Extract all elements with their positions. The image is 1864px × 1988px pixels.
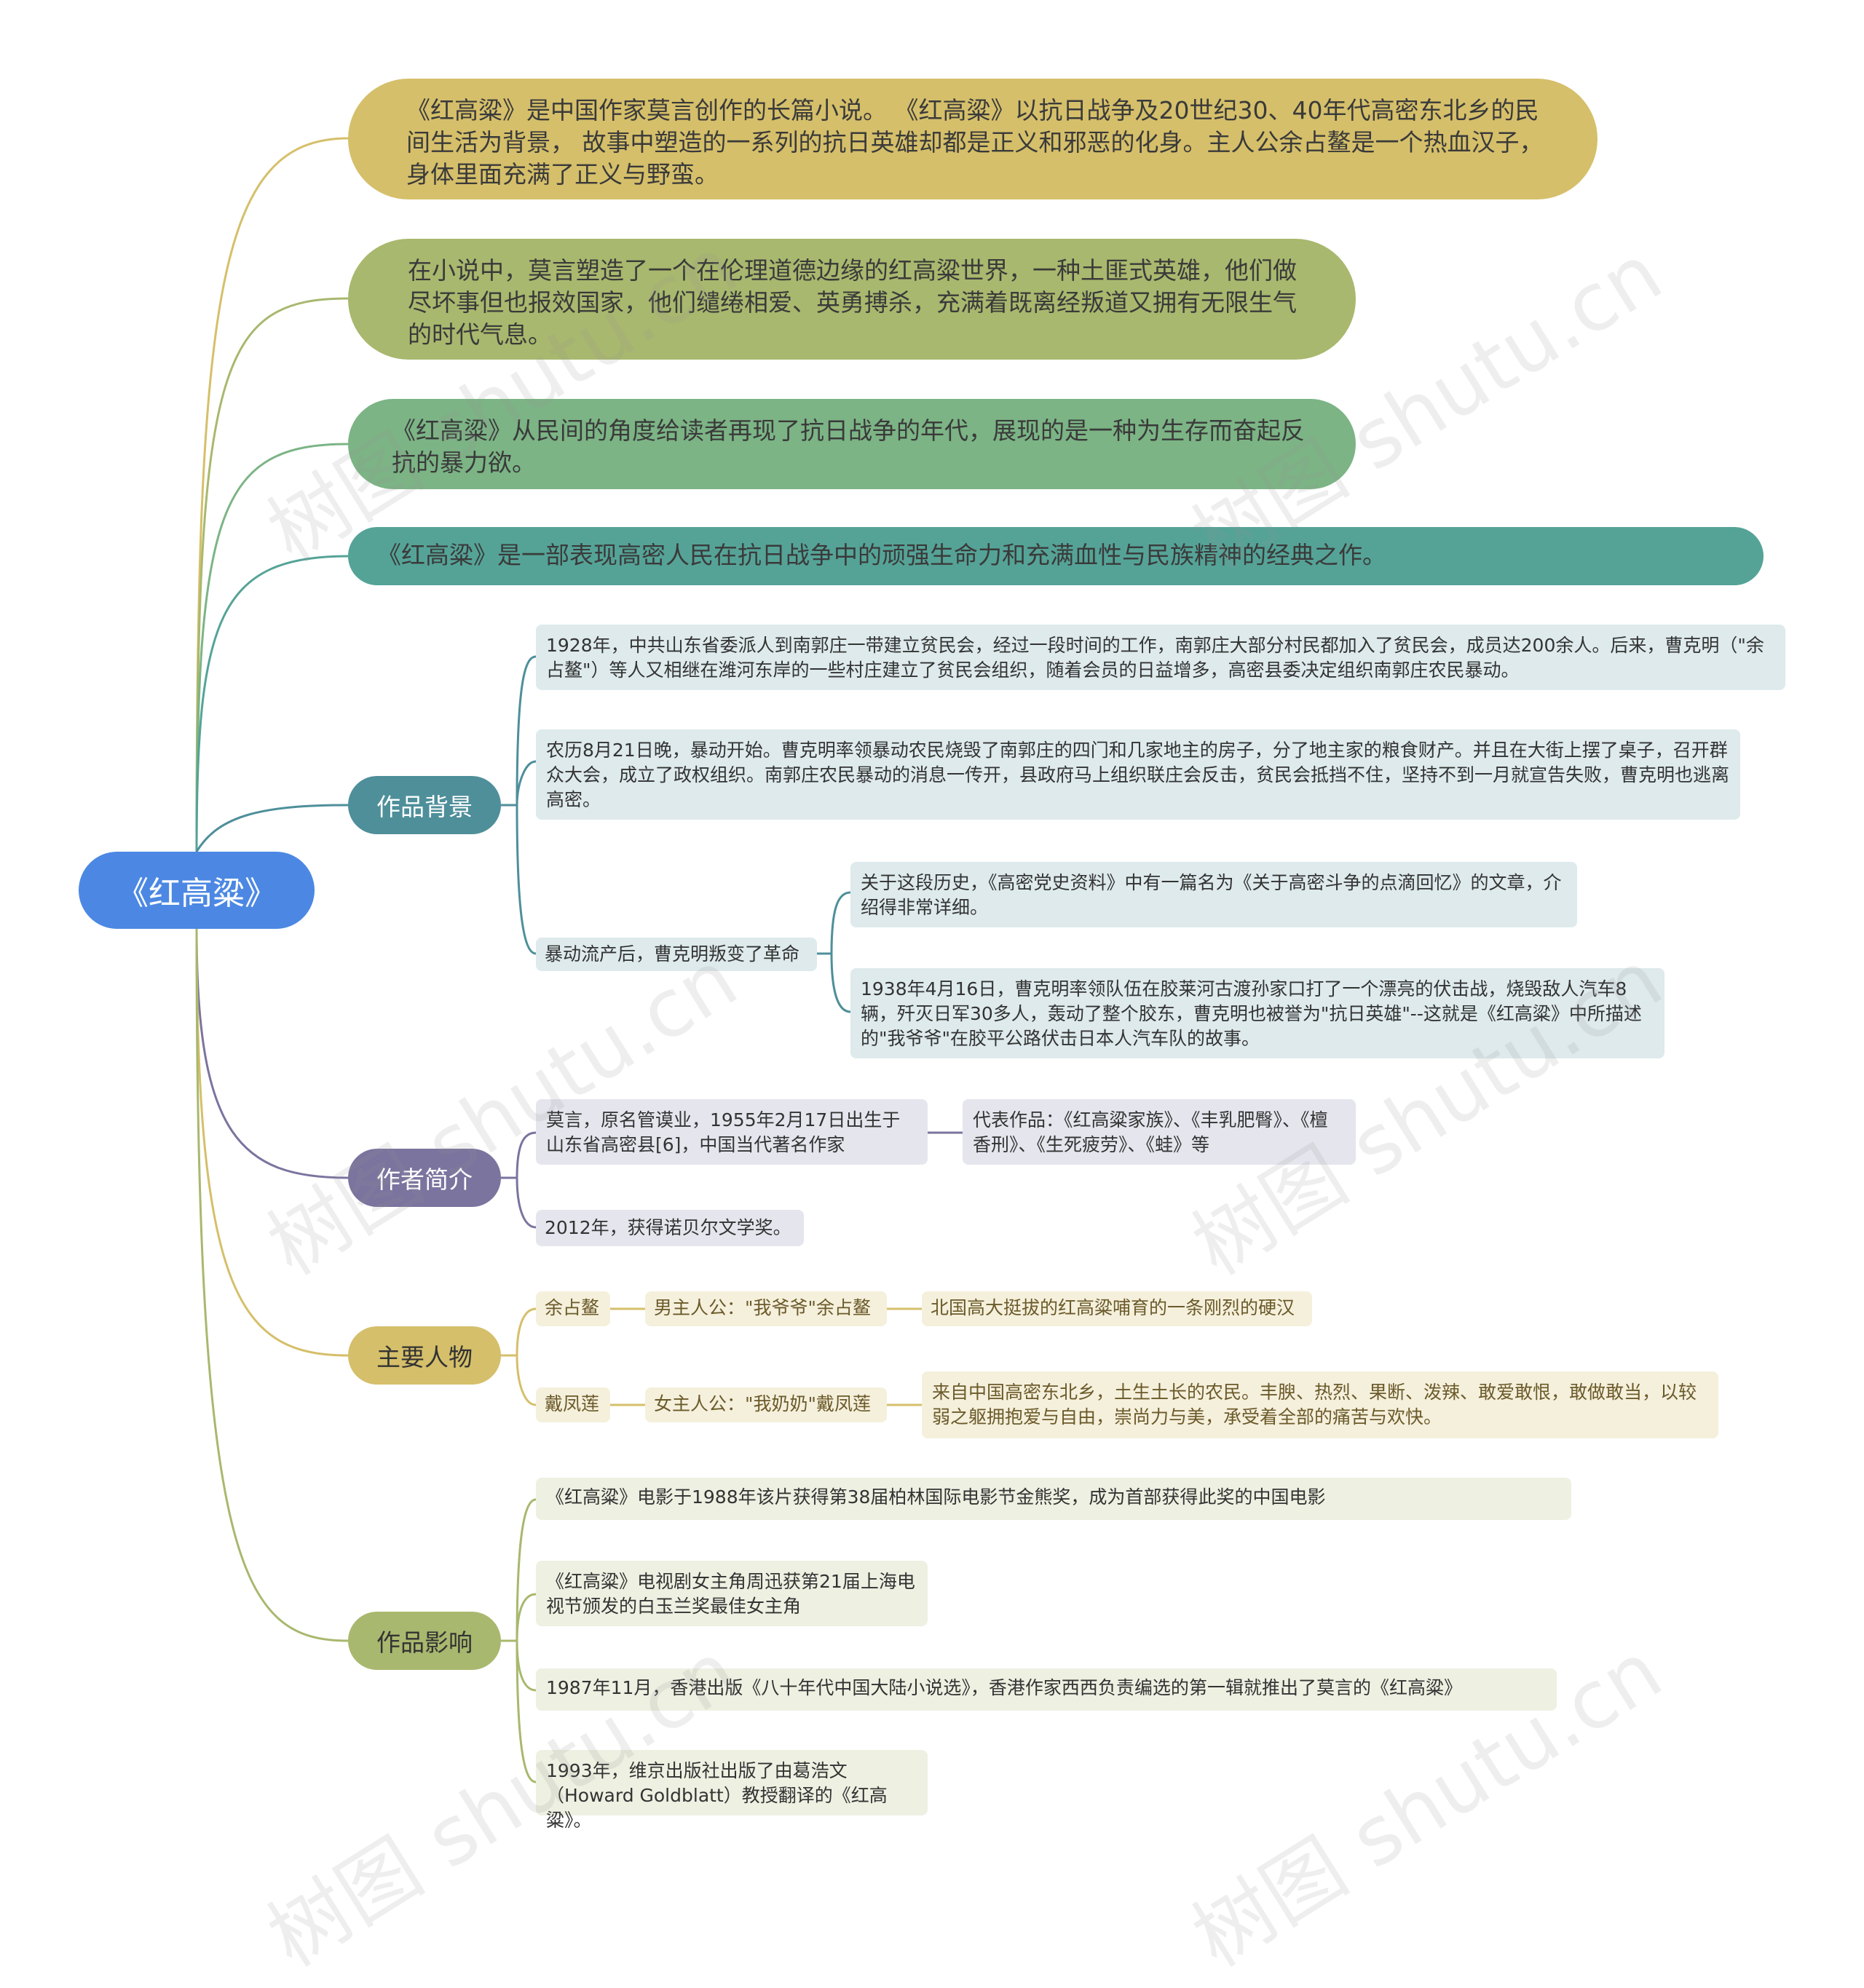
character-name[interactable]: 戴凤莲 xyxy=(536,1387,610,1422)
branch-background[interactable]: 作品背景 xyxy=(348,776,501,834)
summary-node-2[interactable]: 在小说中，莫言塑造了一个在伦理道德边缘的红高粱世界，一种土匪式英雄，他们做尽坏事… xyxy=(348,239,1356,360)
connector-lines xyxy=(195,137,963,1783)
summary-node-3[interactable]: 《红高粱》从民间的角度给读者再现了抗日战争的年代，展现的是一种为生存而奋起反抗的… xyxy=(348,399,1356,489)
author-bio[interactable]: 莫言，原名管谟业，1955年2月17日出生于山东省高密县[6]，中国当代著名作家 xyxy=(536,1099,928,1165)
branch-characters[interactable]: 主要人物 xyxy=(348,1326,501,1385)
influence-item[interactable]: 《红高粱》电视剧女主角周迅获第21届上海电视节颁发的白玉兰奖最佳女主角 xyxy=(536,1561,928,1626)
background-item-1[interactable]: 1928年，中共山东省委派人到南郭庄一带建立贫民会，经过一段时间的工作，南郭庄大… xyxy=(536,625,1785,690)
character-role[interactable]: 女主人公："我奶奶"戴凤莲 xyxy=(645,1387,887,1422)
background-sub-item-2[interactable]: 1938年4月16日，曹克明率领队伍在胶莱河古渡孙家口打了一个漂亮的伏击战，烧毁… xyxy=(850,968,1664,1058)
character-desc[interactable]: 北国高大挺拔的红高粱哺育的一条刚烈的硬汉 xyxy=(922,1291,1312,1326)
influence-item[interactable]: 1987年11月，香港出版《八十年代中国大陆小说选》，香港作家西西负责编选的第一… xyxy=(536,1668,1557,1711)
author-award[interactable]: 2012年，获得诺贝尔文学奖。 xyxy=(536,1210,804,1246)
character-role[interactable]: 男主人公："我爷爷"余占鳌 xyxy=(645,1291,887,1326)
background-item-2[interactable]: 农历8月21日晚，暴动开始。曹克明率领暴动农民烧毁了南郭庄的四门和几家地主的房子… xyxy=(536,729,1740,820)
summary-node-1[interactable]: 《红高粱》是中国作家莫言创作的长篇小说。 《红高粱》以抗日战争及20世纪30、4… xyxy=(348,79,1598,199)
branch-influence[interactable]: 作品影响 xyxy=(348,1612,501,1670)
author-works[interactable]: 代表作品：《红高粱家族》、《丰乳肥臀》、《檀香刑》、《生死疲劳》、《蛙》等 xyxy=(963,1099,1356,1165)
character-name[interactable]: 余占鳌 xyxy=(536,1291,610,1326)
summary-node-4[interactable]: 《红高粱》是一部表现高密人民在抗日战争中的顽强生命力和充满血性与民族精神的经典之… xyxy=(348,527,1764,585)
influence-item[interactable]: 1993年，维京出版社出版了由葛浩文（Howard Goldblatt）教授翻译… xyxy=(536,1750,928,1831)
background-sub-item-1[interactable]: 关于这段历史，《高密党史资料》中有一篇名为《关于高密斗争的点滴回忆》的文章，介绍… xyxy=(850,862,1577,927)
character-desc[interactable]: 来自中国高密东北乡，土生土长的农民。丰腴、热烈、果断、泼辣、敢爱敢恨，敢做敢当，… xyxy=(922,1371,1718,1438)
influence-item[interactable]: 《红高粱》电影于1988年该片获得第38届柏林国际电影节金熊奖，成为首部获得此奖… xyxy=(536,1478,1571,1520)
root-topic[interactable]: 《红高粱》 xyxy=(79,852,315,929)
background-item-3[interactable]: 暴动流产后，曹克明叛变了革命 xyxy=(536,938,817,971)
branch-author[interactable]: 作者简介 xyxy=(348,1149,501,1207)
